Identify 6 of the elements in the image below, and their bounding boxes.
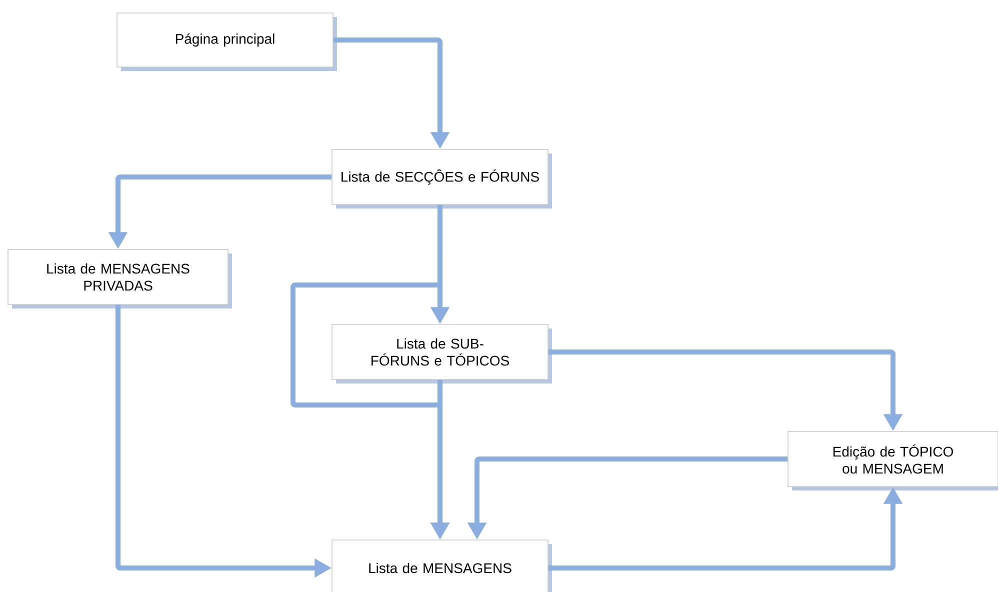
- process-box: Edição de TÓPICO ou MENSAGEM: [788, 431, 998, 490]
- process-box: Lista de MENSAGENS: [332, 540, 552, 592]
- process-box: Lista de MENSAGENS PRIVADAS: [8, 249, 232, 308]
- process-box: Página principal: [116, 12, 337, 71]
- process-box: Lista de SUB-FÓRUNS e TÓPICOS: [332, 324, 552, 384]
- process-box: Lista de SECÇÔES e FÓRUNS: [332, 149, 552, 208]
